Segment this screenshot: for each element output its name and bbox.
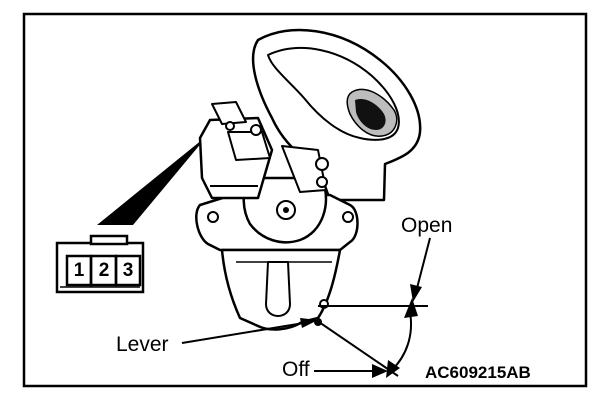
off-leader-arrow bbox=[372, 364, 388, 378]
lever-leader-arrow bbox=[300, 318, 318, 328]
open-label: Open bbox=[401, 214, 453, 237]
open-leader bbox=[415, 237, 431, 293]
lever-label: Lever bbox=[116, 333, 169, 356]
connector-pointer bbox=[97, 135, 208, 225]
latch-slot bbox=[265, 261, 291, 317]
arc-arrow-down bbox=[386, 360, 400, 378]
connector-pin-1: 1 bbox=[73, 260, 85, 281]
open-leader-arrow bbox=[410, 284, 422, 302]
off-position-line bbox=[315, 319, 399, 377]
off-label: Off bbox=[282, 358, 310, 381]
leader-lines bbox=[181, 237, 431, 372]
door-latch-assembly bbox=[195, 28, 422, 331]
connector-pin-3: 3 bbox=[122, 260, 134, 281]
lever-leader bbox=[181, 321, 311, 344]
arc-arrow-up bbox=[404, 298, 418, 318]
figure-border bbox=[22, 12, 588, 388]
figure-code: AC609215AB bbox=[425, 363, 531, 382]
travel-arc bbox=[391, 311, 412, 371]
connector-illustration bbox=[55, 234, 145, 294]
connector-pin-2: 2 bbox=[98, 260, 110, 281]
